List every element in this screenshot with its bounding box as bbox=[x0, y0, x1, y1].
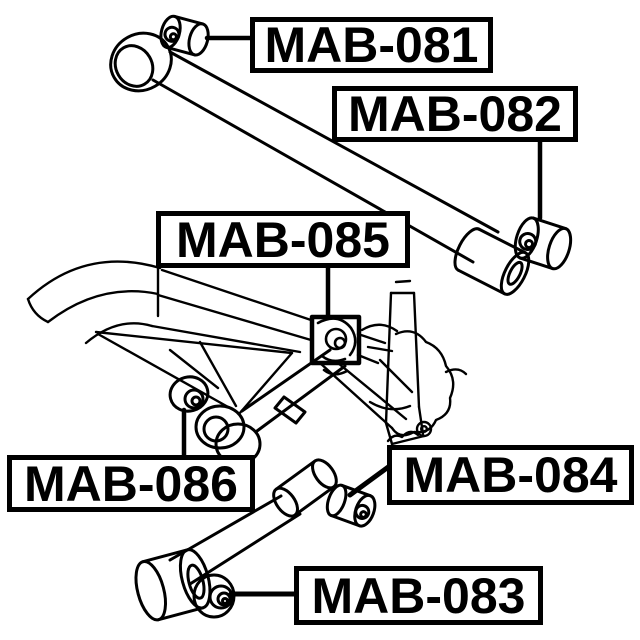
bushing-mab-081-drawing bbox=[159, 14, 210, 57]
highlight-square-mab-085 bbox=[309, 314, 362, 366]
axle-assembly-drawing bbox=[26, 260, 468, 456]
bushing-mab-086-drawing bbox=[168, 375, 210, 413]
bushing-mab-083-drawing bbox=[192, 573, 236, 619]
upper-arm-drawing bbox=[194, 348, 347, 466]
part-label-mab-086: MAB-086 bbox=[7, 455, 255, 512]
leader-lines bbox=[181, 35, 543, 597]
part-label-mab-084: MAB-084 bbox=[387, 445, 634, 505]
bushing-mab-082-drawing bbox=[513, 216, 573, 271]
leader-mab-084 bbox=[347, 462, 394, 498]
rod-end-bushing-housing bbox=[453, 227, 531, 296]
trailing-arm-housing bbox=[272, 458, 338, 518]
lateral-rod-drawing bbox=[109, 31, 531, 296]
part-label-mab-081: MAB-081 bbox=[250, 17, 493, 73]
part-label-mab-082: MAB-082 bbox=[332, 86, 578, 142]
bushing-mab-084-drawing bbox=[325, 483, 377, 528]
part-label-mab-085: MAB-085 bbox=[156, 211, 410, 268]
part-label-mab-083: MAB-083 bbox=[294, 566, 543, 625]
trailing-arm-drawing bbox=[134, 458, 338, 622]
shock-absorber-drawing bbox=[384, 279, 426, 446]
